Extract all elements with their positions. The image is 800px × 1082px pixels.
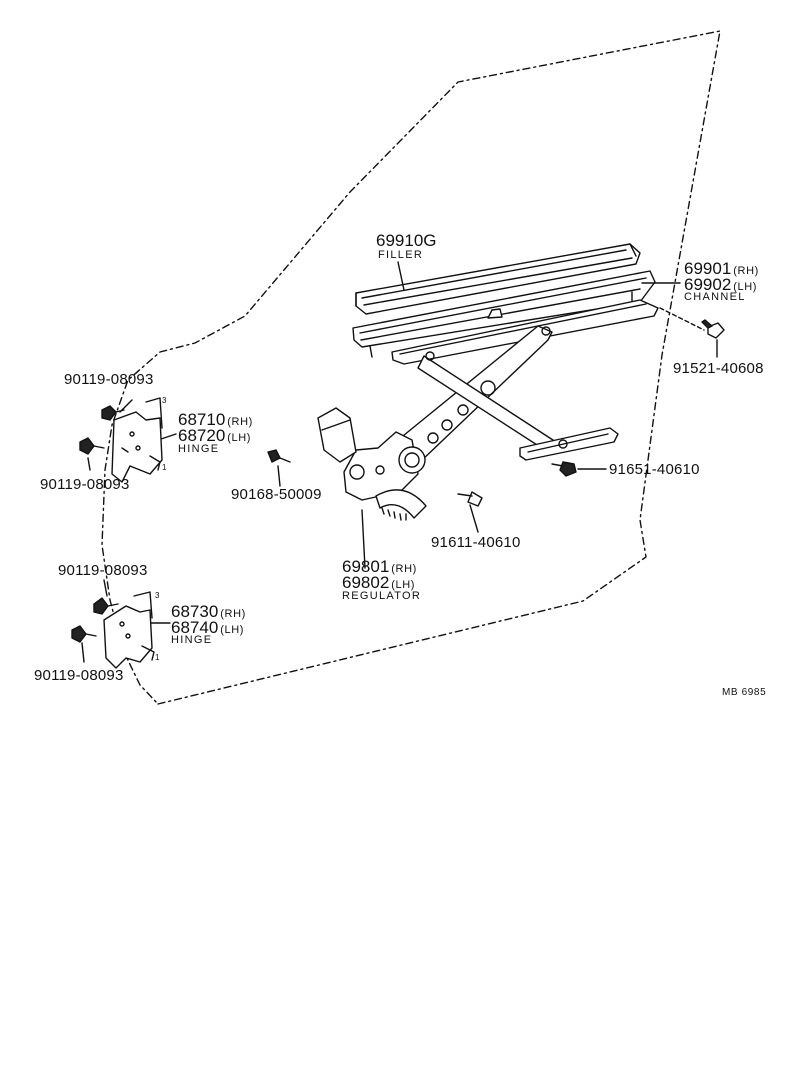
upper-hinge-label-rh: 68710(RH) bbox=[178, 411, 253, 429]
leader-bolt-ll2 bbox=[82, 643, 84, 662]
filler-name: FILLER bbox=[378, 249, 424, 261]
bolt-center-number: 90168-50009 bbox=[231, 486, 322, 503]
lower-hinge-label-lh: 68740(LH) bbox=[171, 619, 244, 637]
upper-hinge-rh-number: 68710 bbox=[178, 410, 226, 429]
channel-lh-number: 69902 bbox=[684, 275, 732, 294]
lower-hinge-label-rh: 68730(RH) bbox=[171, 603, 246, 621]
channel-label-rh: 69901(RH) bbox=[684, 260, 759, 278]
hinge-bolt-icon-3 bbox=[94, 598, 118, 614]
bolt-regulator-number: 91611-40610 bbox=[431, 534, 521, 551]
lower-hinge-rh-number: 68730 bbox=[171, 602, 219, 621]
diagram-code: MB 6985 bbox=[722, 687, 767, 698]
lower-hinge-name: HINGE bbox=[171, 634, 213, 646]
channel-rh-suffix: (RH) bbox=[733, 265, 759, 277]
hinge-bolt-number-2: 90119-08093 bbox=[40, 476, 130, 493]
lower-hinge-lh-suffix: (LH) bbox=[220, 624, 245, 636]
leader-center-bolt bbox=[278, 466, 280, 486]
channel-lh-suffix: (LH) bbox=[733, 281, 758, 293]
channel-rh-number: 69901 bbox=[684, 259, 732, 278]
bolt-lower-arm-number: 91651-40610 bbox=[609, 461, 700, 478]
bolt-channel-icon bbox=[702, 320, 724, 338]
hinge-bolt-icon-1 bbox=[102, 406, 124, 420]
regulator-name: REGULATOR bbox=[342, 590, 422, 602]
hinge-mark-1: 3 bbox=[162, 396, 167, 405]
leader-bolt-channel bbox=[660, 308, 704, 330]
lower-hinge-rh-suffix: (RH) bbox=[220, 608, 246, 620]
hinge-bolt-number-1: 90119-08093 bbox=[64, 371, 154, 388]
regulator-rh-suffix: (RH) bbox=[391, 563, 417, 575]
door-outline bbox=[102, 31, 720, 704]
hinge-mark-3: 3 bbox=[155, 591, 160, 600]
hinge-mark-2: 1 bbox=[162, 463, 167, 472]
upper-hinge-label-lh: 68720(LH) bbox=[178, 427, 251, 445]
bolt-channel-number: 91521-40608 bbox=[673, 360, 764, 377]
lower-hinge-part bbox=[104, 592, 154, 668]
bolt-center-icon bbox=[268, 450, 290, 462]
channel-label-lh: 69902(LH) bbox=[684, 276, 757, 294]
regulator-rh-number: 69801 bbox=[342, 557, 390, 576]
upper-hinge-lh-suffix: (LH) bbox=[227, 432, 252, 444]
filler-number: 69910G bbox=[376, 231, 437, 250]
upper-hinge-part bbox=[112, 398, 162, 482]
filler-part bbox=[356, 244, 640, 314]
upper-hinge-rh-suffix: (RH) bbox=[227, 416, 253, 428]
bolt-regulator-icon bbox=[458, 492, 482, 506]
regulator-lh-suffix: (LH) bbox=[391, 579, 416, 591]
hinge-bolt-number-4: 90119-08093 bbox=[34, 667, 124, 684]
regulator-label-lh: 69802(LH) bbox=[342, 574, 415, 592]
leader-filler bbox=[398, 262, 404, 290]
leader-regulator bbox=[362, 510, 365, 568]
hinge-bolt-icon-2 bbox=[80, 438, 104, 454]
hinge-mark-4: 1 bbox=[155, 653, 160, 662]
leader-bolt-ll bbox=[88, 458, 90, 470]
regulator-lh-number: 69802 bbox=[342, 573, 390, 592]
hinge-bolt-icon-4 bbox=[72, 626, 96, 642]
channel-part bbox=[353, 271, 655, 357]
regulator-assembly bbox=[318, 300, 658, 520]
regulator-label-rh: 69801(RH) bbox=[342, 558, 417, 576]
leader-bolt-ul2 bbox=[104, 580, 107, 596]
channel-name: CHANNEL bbox=[684, 291, 746, 303]
upper-hinge-lh-number: 68720 bbox=[178, 426, 226, 445]
leader-regulator-bolt bbox=[470, 505, 478, 532]
lower-hinge-lh-number: 68740 bbox=[171, 618, 219, 637]
hinge-bolt-number-3: 90119-08093 bbox=[58, 562, 148, 579]
bolt-lower-arm-icon bbox=[552, 462, 576, 476]
upper-hinge-name: HINGE bbox=[178, 443, 220, 455]
